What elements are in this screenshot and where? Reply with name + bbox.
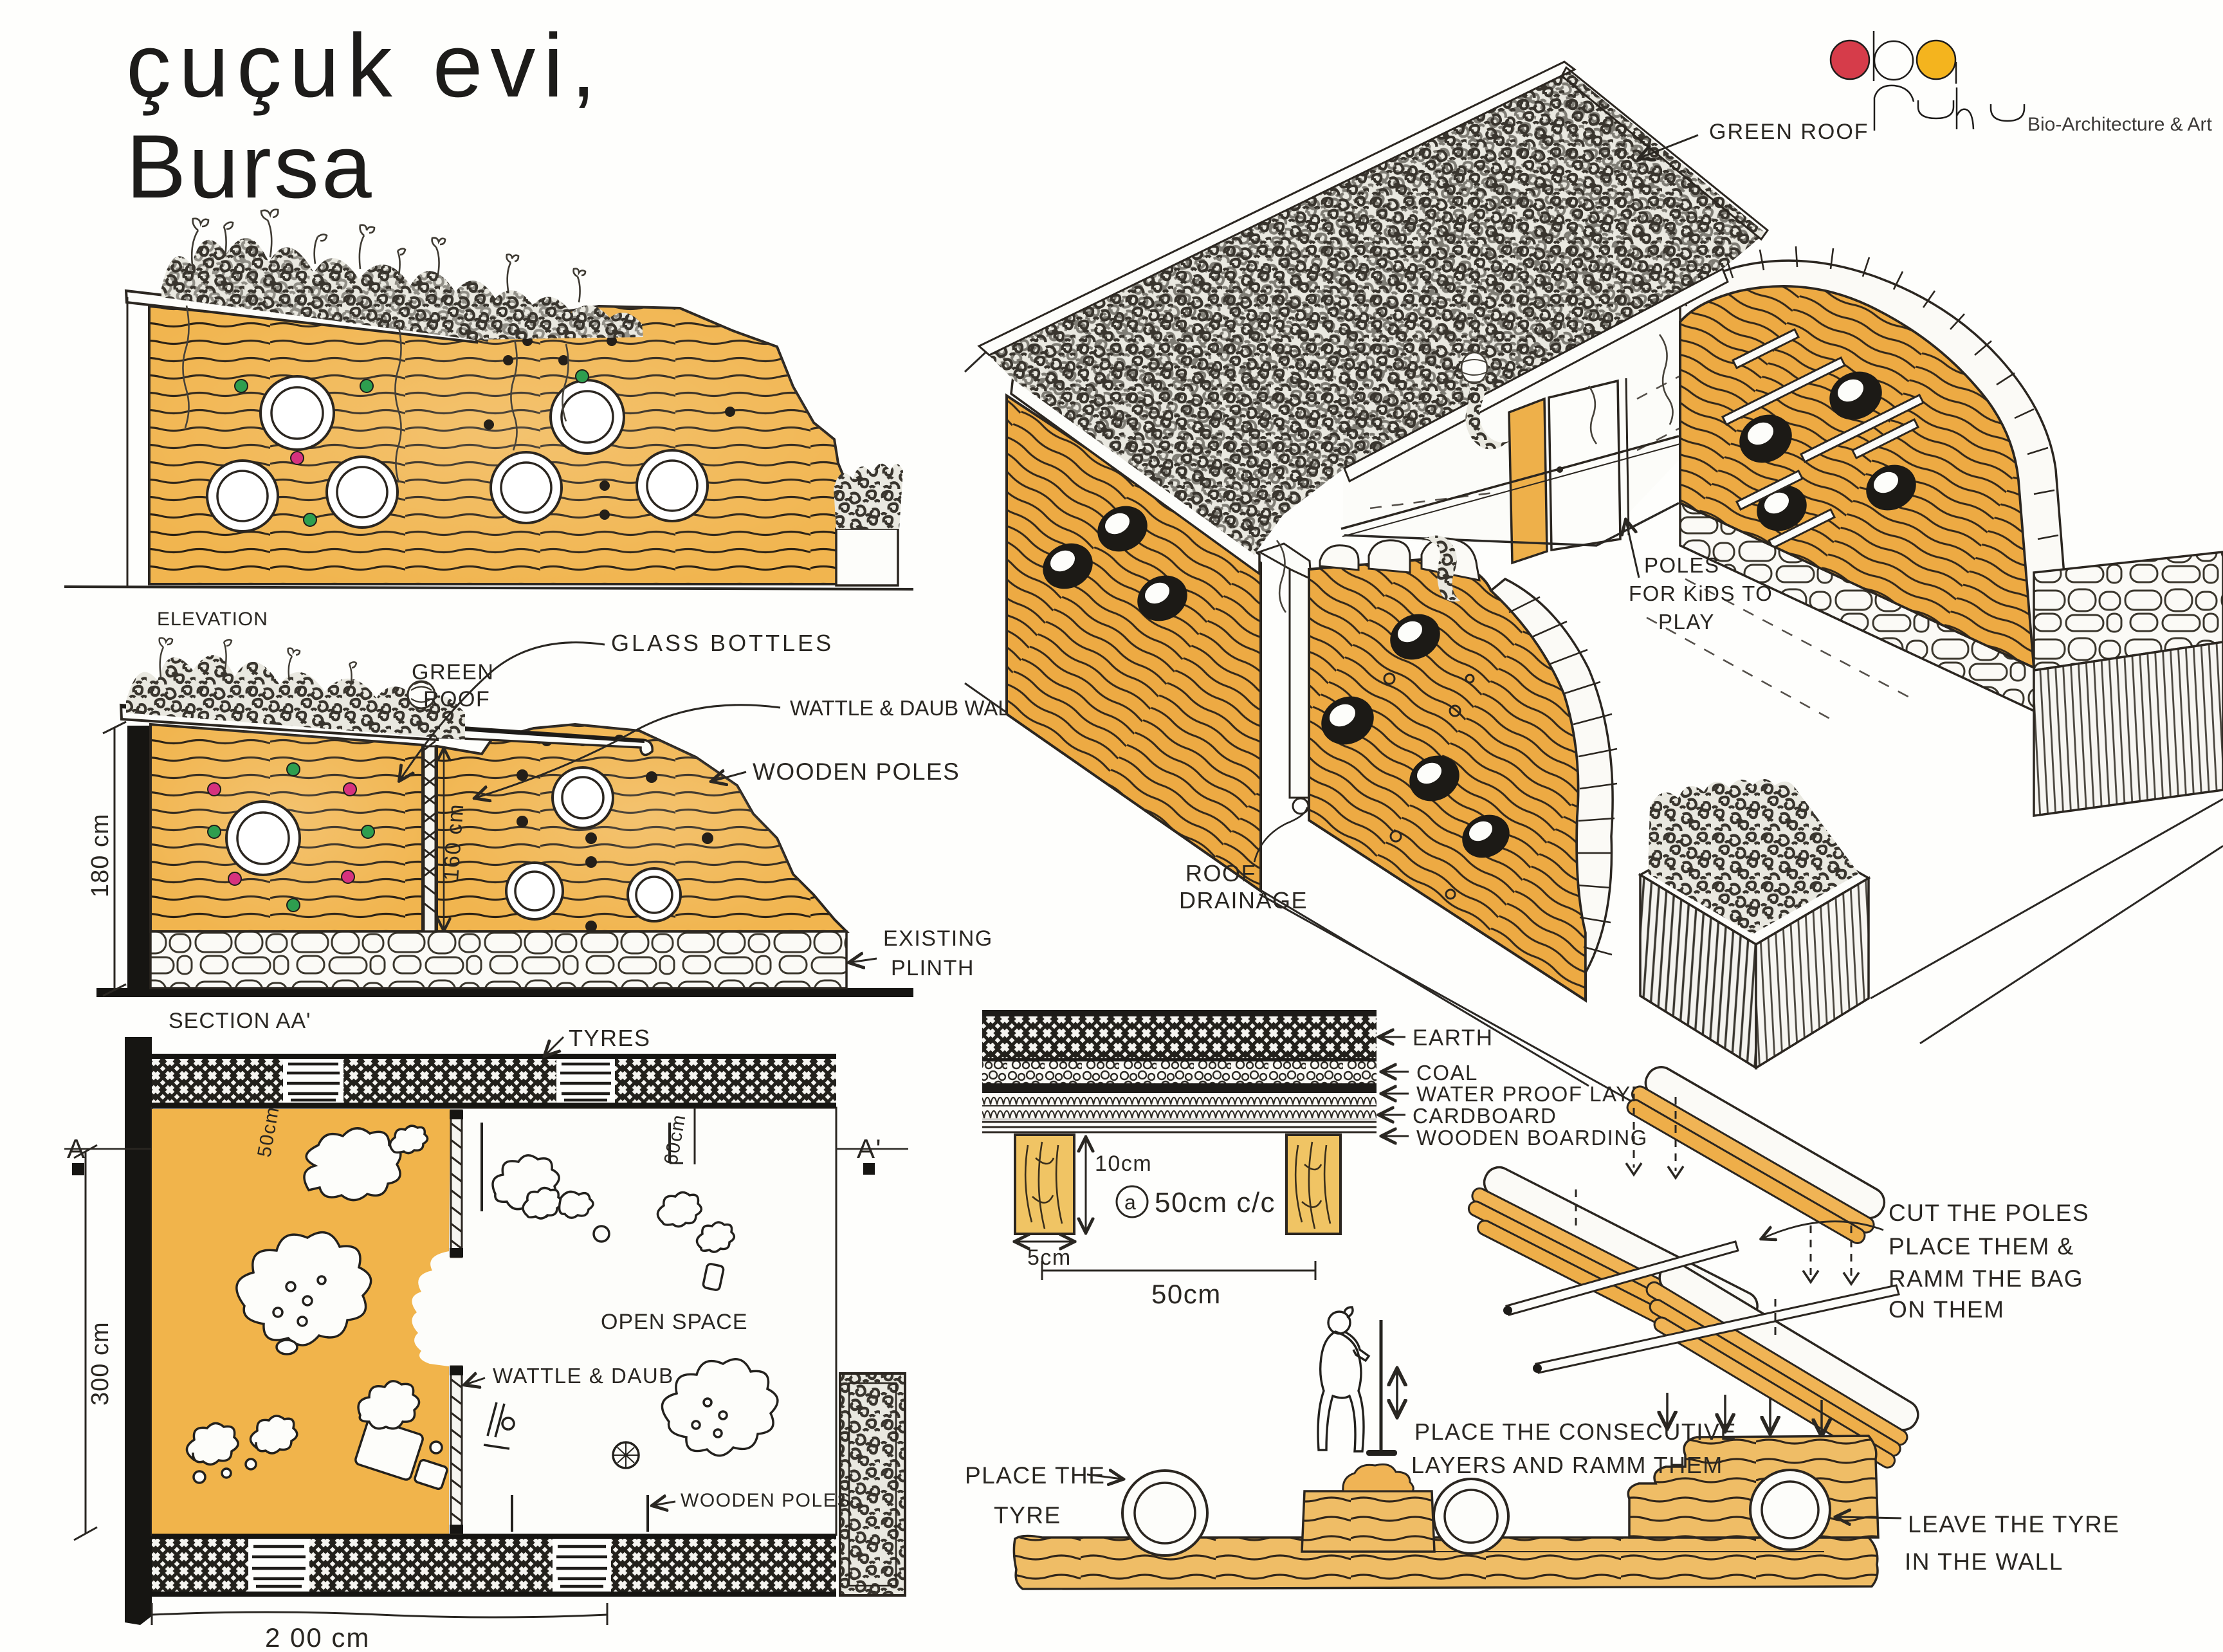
- svg-text:PLACE THE: PLACE THE: [965, 1462, 1105, 1489]
- svg-text:ELEVATION: ELEVATION: [157, 609, 268, 630]
- svg-text:PLACE THEM &: PLACE THEM &: [1889, 1233, 2074, 1260]
- svg-text:WATTLE & DAUB WALL: WATTLE & DAUB WALL: [790, 696, 1021, 720]
- svg-text:Bio-Architecture & Art: Bio-Architecture & Art: [2027, 114, 2212, 135]
- svg-text:PLINTH: PLINTH: [891, 956, 974, 980]
- svg-text:IN THE WALL: IN THE WALL: [1905, 1548, 2063, 1575]
- svg-text:WATTLE & DAUB: WATTLE & DAUB: [493, 1364, 674, 1388]
- svg-text:GREEN: GREEN: [412, 660, 494, 684]
- svg-text:ON THEM: ON THEM: [1889, 1296, 2004, 1323]
- svg-text:RAMM THE BAG: RAMM THE BAG: [1889, 1265, 2083, 1292]
- svg-text:PLAY: PLAY: [1658, 610, 1715, 634]
- svg-text:LEAVE THE TYRE: LEAVE THE TYRE: [1908, 1511, 2119, 1537]
- svg-text:WOODEN POLES: WOODEN POLES: [681, 1490, 851, 1511]
- svg-text:300 cm: 300 cm: [87, 1321, 114, 1406]
- svg-text:WOODEN BOARDING: WOODEN BOARDING: [1416, 1126, 1648, 1150]
- svg-text:a: a: [1124, 1191, 1137, 1214]
- svg-text:PLACE THE CONSECUTIVE: PLACE THE CONSECUTIVE: [1414, 1418, 1737, 1445]
- svg-text:TYRES: TYRES: [569, 1025, 651, 1051]
- svg-text:CUT THE POLES: CUT THE POLES: [1889, 1200, 2089, 1226]
- svg-text:CARDBOARD: CARDBOARD: [1413, 1104, 1557, 1128]
- svg-text:Bursa: Bursa: [126, 116, 374, 217]
- svg-text:WOODEN POLES: WOODEN POLES: [753, 758, 960, 785]
- svg-text:2 00 cm: 2 00 cm: [265, 1622, 370, 1652]
- svg-text:çuçuk evi,: çuçuk evi,: [126, 15, 603, 116]
- svg-text:50cm: 50cm: [1151, 1279, 1221, 1309]
- svg-text:FOR KiDS TO: FOR KiDS TO: [1629, 582, 1773, 605]
- svg-text:COAL: COAL: [1416, 1061, 1478, 1085]
- svg-text:5cm: 5cm: [1027, 1245, 1072, 1270]
- svg-text:ROOF: ROOF: [1185, 860, 1256, 886]
- svg-text:OPEN SPACE: OPEN SPACE: [601, 1310, 748, 1334]
- svg-text:EARTH: EARTH: [1413, 1025, 1494, 1051]
- svg-text:SECTION AA': SECTION AA': [169, 1009, 311, 1033]
- svg-text:GREEN ROOF: GREEN ROOF: [1709, 120, 1869, 144]
- svg-text:10cm: 10cm: [1095, 1152, 1152, 1176]
- svg-text:GLASS BOTTLES: GLASS BOTTLES: [611, 630, 834, 656]
- svg-text:WATER PROOF LAYER: WATER PROOF LAYER: [1416, 1082, 1662, 1106]
- svg-text:180 cm: 180 cm: [87, 813, 114, 897]
- svg-text:EXISTING: EXISTING: [883, 926, 993, 951]
- svg-text:POLES: POLES: [1644, 553, 1720, 577]
- svg-text:DRAINAGE: DRAINAGE: [1179, 887, 1308, 913]
- svg-text:50cm c/c: 50cm c/c: [1155, 1187, 1276, 1218]
- svg-text:LAYERS AND RAMM THEM: LAYERS AND RAMM THEM: [1411, 1452, 1723, 1478]
- svg-text:ROOF: ROOF: [423, 687, 490, 711]
- svg-text:TYRE: TYRE: [994, 1502, 1061, 1528]
